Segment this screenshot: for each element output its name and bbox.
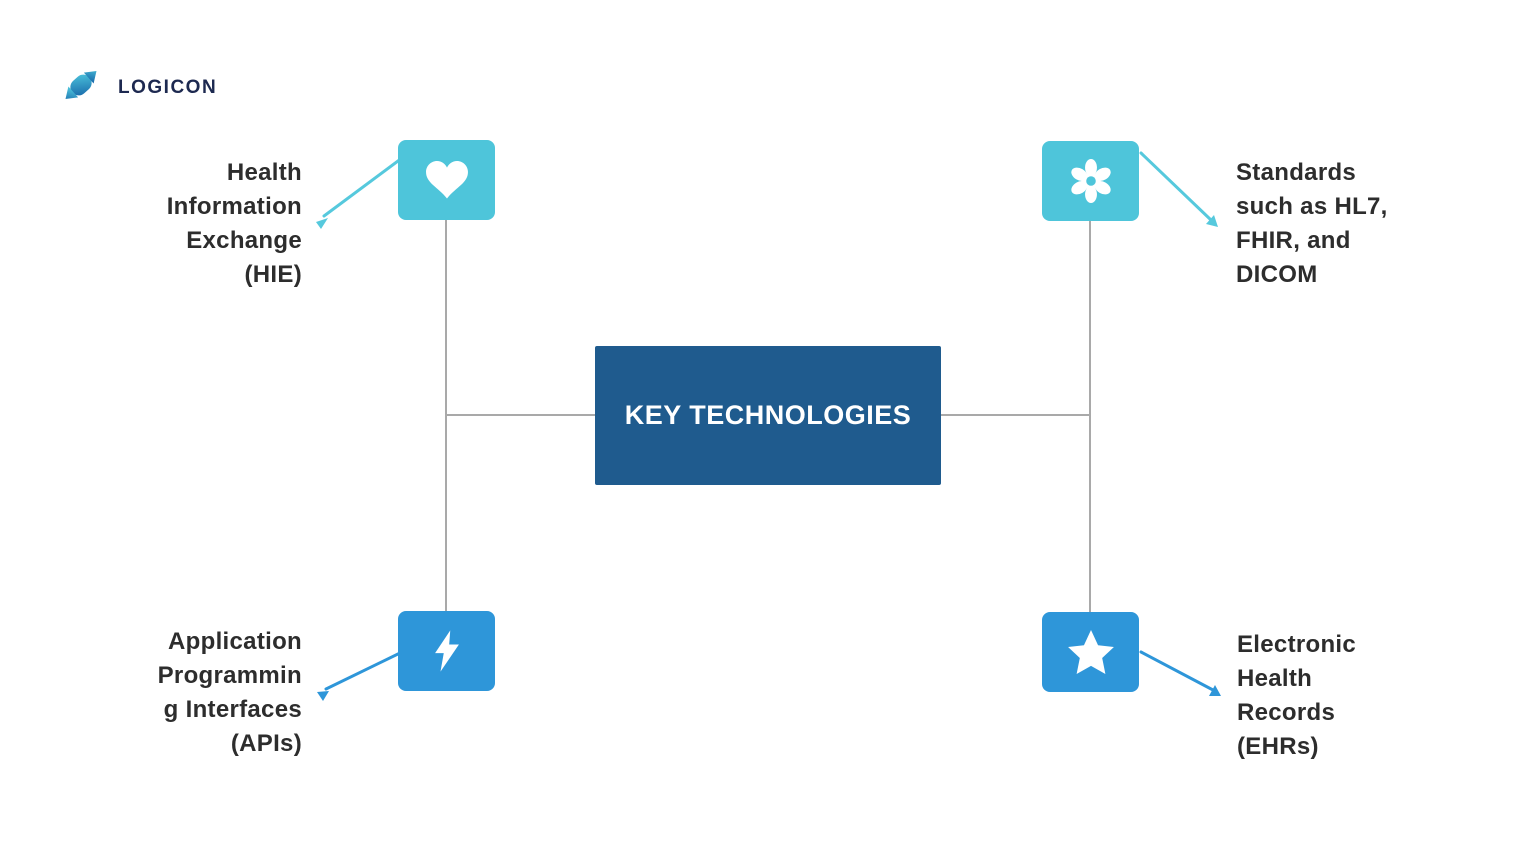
label-line: FHIR, and: [1236, 227, 1351, 254]
node-box-ehrs: [1042, 612, 1139, 692]
arrow-to-standards-label: [1139, 151, 1218, 227]
node-label-ehrs: Electronic Health Records (EHRs): [1237, 628, 1477, 764]
logo-text: LOGICON: [118, 76, 218, 98]
node-label-hie: Health Information Exchange (HIE): [60, 156, 302, 292]
lightning-icon: [434, 630, 460, 672]
label-line: such as HL7,: [1236, 193, 1388, 220]
label-line: Information: [166, 193, 302, 220]
label-line: (APIs): [230, 730, 302, 757]
connector-line-right-vertical: [1089, 218, 1091, 613]
label-line: Exchange: [186, 227, 302, 254]
arrow-to-ehrs-label: [1139, 650, 1221, 696]
star-icon: [1067, 630, 1114, 674]
heart-icon: [425, 161, 468, 199]
label-line: Health: [1237, 665, 1313, 692]
connector-line-right-horizontal: [941, 414, 1090, 416]
label-line: (EHRs): [1237, 733, 1319, 760]
logo-candy-icon: [56, 60, 106, 115]
node-label-standards: Standards such as HL7, FHIR, and DICOM: [1236, 156, 1476, 292]
connector-line-left-horizontal: [446, 414, 595, 416]
label-line: g Interfaces: [163, 696, 302, 723]
label-line: Records: [1237, 699, 1336, 726]
flower-icon: [1068, 158, 1114, 204]
arrow-to-hie-label: [316, 156, 404, 229]
node-label-apis: Application Programmin g Interfaces (API…: [60, 625, 302, 761]
label-line: DICOM: [1236, 261, 1318, 288]
label-line: Health: [226, 159, 302, 186]
center-node-label: KEY TECHNOLOGIES: [624, 400, 912, 430]
label-line: Application: [168, 628, 302, 655]
logo: LOGICON: [56, 60, 217, 115]
arrow-to-apis-label: [317, 651, 402, 701]
label-line: (HIE): [244, 261, 302, 288]
label-line: Standards: [1236, 159, 1357, 186]
node-box-standards: [1042, 141, 1139, 221]
label-line: Electronic: [1237, 631, 1357, 658]
node-box-hie: [398, 140, 495, 220]
node-box-apis: [398, 611, 495, 691]
label-line: Programmin: [157, 662, 302, 689]
center-node-key-technologies: KEY TECHNOLOGIES: [595, 346, 941, 485]
